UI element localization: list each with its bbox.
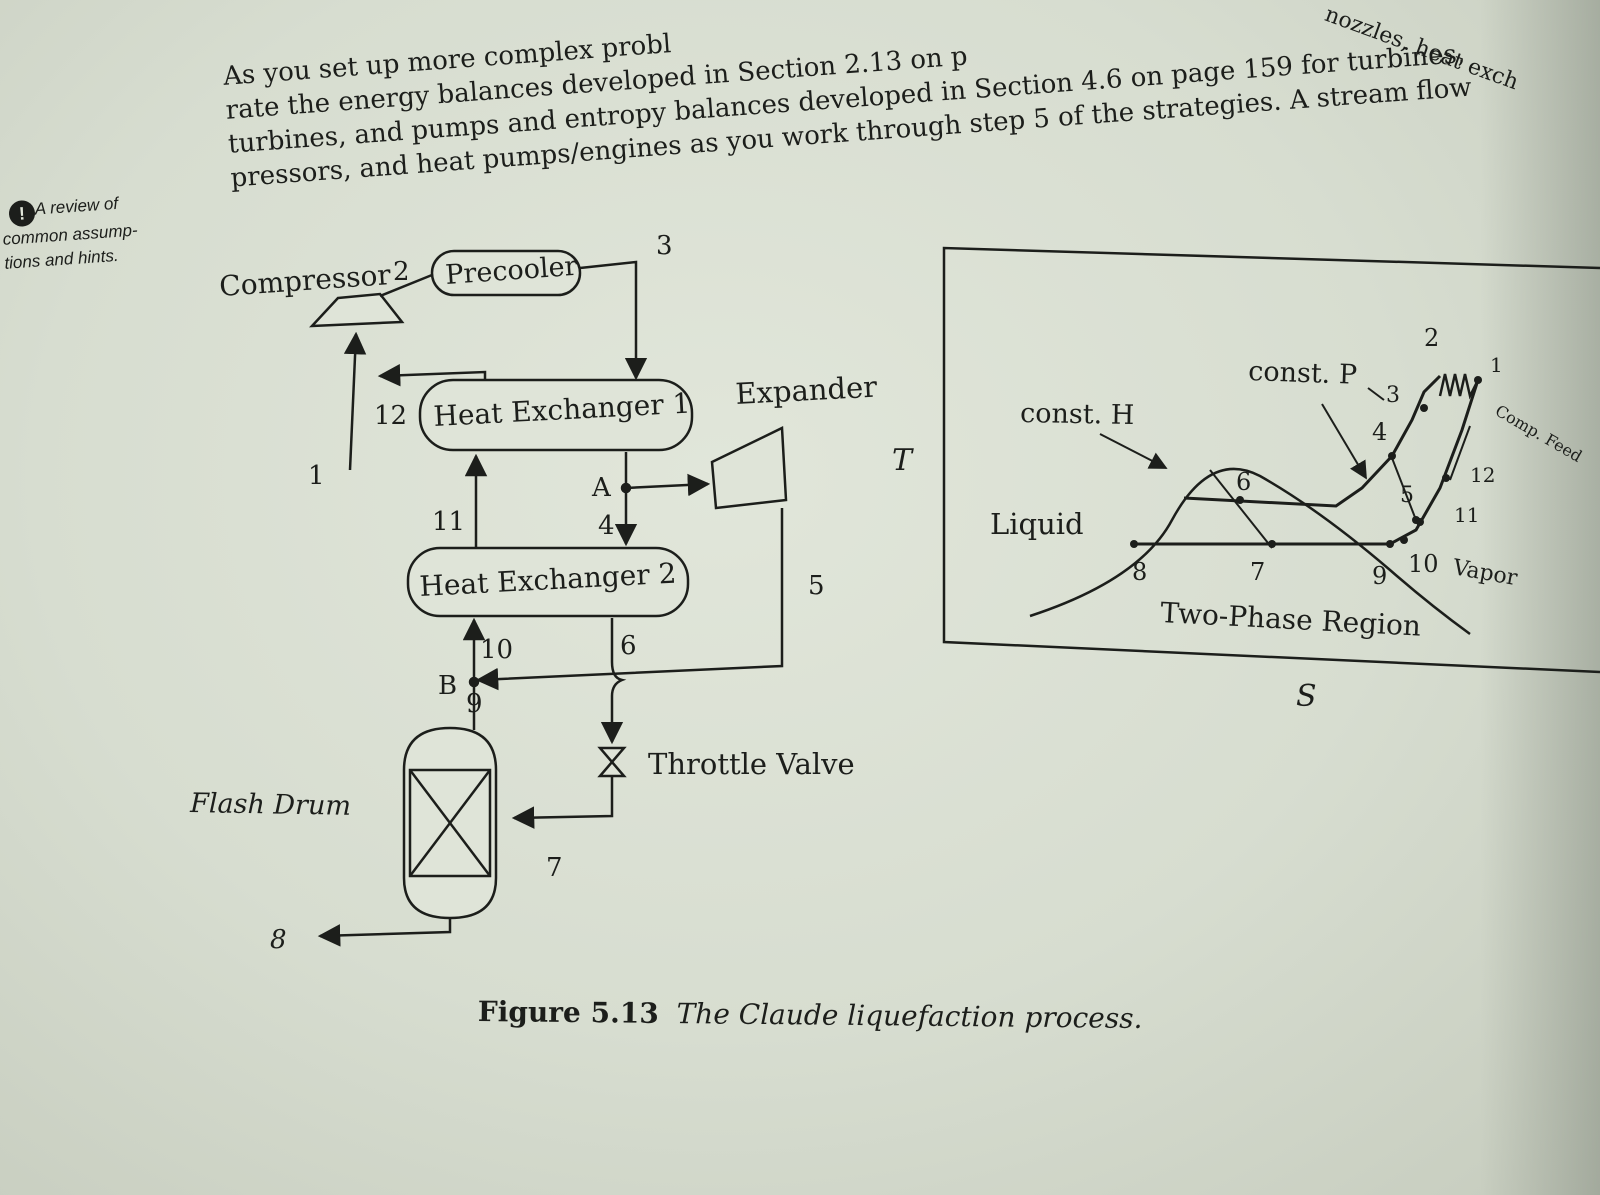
throttle-valve-shape-lower: [597, 760, 627, 778]
throttle-valve-shape: [597, 746, 627, 764]
node-b-label: B: [438, 671, 457, 701]
t-axis-label: T: [892, 443, 914, 478]
throttle-valve-label: Throttle Valve: [648, 747, 855, 781]
stream-4-label: 4: [598, 511, 615, 541]
ts-label-11: 11: [1454, 503, 1479, 527]
stream-12-label: 12: [374, 401, 407, 431]
stream-9-label: 9: [466, 689, 483, 719]
expansion-line-4-5: [1391, 457, 1417, 521]
ts-label-6: 6: [1236, 468, 1251, 496]
ts-point-10: [1400, 536, 1408, 544]
figure-caption-label: Figure 5.13: [477, 995, 659, 1030]
flash-drum-cross-2: [409, 769, 491, 877]
two-phase-label: Two-Phase Region: [1160, 596, 1422, 643]
const-h-label: const. H: [1020, 398, 1135, 431]
heat-exchanger-1-shape: [418, 378, 694, 452]
stream-6-line: [600, 618, 627, 745]
ts-point-1: [1474, 376, 1482, 384]
ts-point-4: [1388, 452, 1396, 460]
compressor-shape: [309, 292, 405, 328]
stream-7-line: [511, 776, 614, 829]
comp-feed-label: Comp. Feed: [1492, 401, 1585, 466]
const-p-label: const. P: [1248, 356, 1358, 391]
flash-drum-packing: [408, 768, 492, 878]
heat-exchanger-2-shape: [406, 546, 690, 618]
ts-point-6: [1236, 496, 1244, 504]
ts-point-3: [1420, 404, 1428, 412]
ts-label-1: 1: [1490, 353, 1503, 377]
stream-8-line: [317, 918, 452, 947]
stream-7-label: 7: [546, 853, 563, 883]
stream-10-label: 10: [480, 635, 513, 665]
vapor-label: Vapor: [1450, 555, 1520, 591]
ts-diagram: [942, 246, 1600, 674]
ts-diagram-labels: T S const. P const. H Liquid Vapor Two-P…: [892, 324, 1585, 714]
page-curve-shadow: [1480, 0, 1600, 1195]
stream-1-label: 1: [308, 461, 325, 491]
low-pressure-line: [1134, 379, 1480, 546]
figure-caption: Figure 5.13 The Claude liquefaction proc…: [478, 995, 1143, 1035]
expander-label: Expander: [735, 370, 878, 411]
ts-point-5: [1412, 516, 1420, 524]
ts-label-12: 12: [1470, 463, 1495, 487]
stream-5-label: 5: [808, 571, 825, 601]
stream-6-label: 6: [620, 631, 637, 661]
flowsheet-labels: Compressor 2 Precooler 3 12 1 Heat Excha…: [189, 231, 878, 955]
compression-zigzag: [1438, 373, 1480, 400]
const-h-pointer: [1099, 433, 1168, 469]
ts-label-5: 5: [1400, 483, 1414, 508]
liquid-label: Liquid: [990, 507, 1084, 541]
stream-1-line: [343, 331, 367, 471]
stream-2-label: 2: [393, 257, 410, 287]
flash-drum-label: Flash Drum: [189, 788, 351, 822]
s-axis-label: S: [1296, 679, 1317, 714]
const-p-pointer: [1321, 403, 1367, 480]
ts-label-8: 8: [1132, 558, 1147, 586]
ts-diagram-frame: [942, 246, 1600, 674]
stream-a-line: [625, 473, 711, 497]
ts-label-7: 7: [1250, 558, 1265, 586]
node-a-label: A: [591, 473, 612, 503]
ts-point-7: [1268, 540, 1276, 548]
ts-label-10: 10: [1408, 550, 1439, 578]
precooler-shape: [430, 249, 582, 297]
flowsheet: [309, 249, 788, 947]
ts-point-9: [1386, 540, 1394, 548]
const-p-pointer-2: [1367, 387, 1385, 401]
node-a-dot: [620, 482, 632, 494]
throttle-line-6-7: [1209, 469, 1273, 549]
ts-label-9: 9: [1372, 562, 1387, 590]
stream-2-line: [379, 273, 433, 298]
ts-label-2: 2: [1424, 324, 1439, 352]
stream-8-label: 8: [270, 925, 287, 955]
ts-label-4: 4: [1372, 418, 1387, 446]
ts-point-12: [1442, 474, 1450, 482]
stream-3-label: 3: [656, 231, 673, 261]
stream-5-line: [475, 508, 784, 691]
comp-feed-pointer: [1449, 425, 1471, 481]
figure-caption-title: The Claude liquefaction process.: [676, 997, 1143, 1035]
stream-3-line: [579, 260, 648, 381]
stream-11-label: 11: [432, 507, 465, 537]
saturation-dome: [1029, 467, 1471, 636]
stream-12-line: [377, 363, 487, 387]
expander-shape: [710, 426, 788, 510]
ts-point-8: [1130, 540, 1138, 548]
ts-label-3: 3: [1386, 383, 1400, 408]
